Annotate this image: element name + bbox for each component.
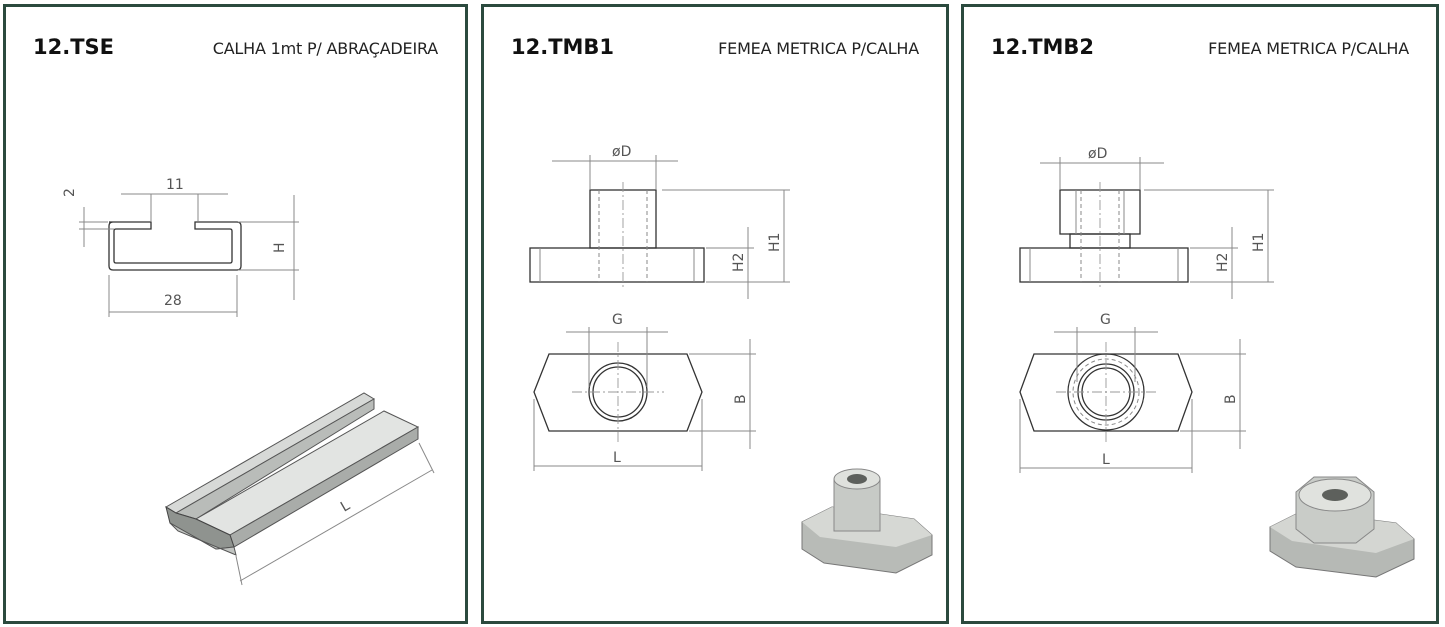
rail-3d-image — [165, 392, 420, 556]
dim-h2: H2 — [731, 253, 747, 272]
dim-h1: H1 — [767, 233, 783, 252]
nut-photo — [1269, 476, 1415, 578]
product-panel-tmb1: 12.TMB1 FEMEA METRICA P/CALHA øD H2 H1 — [481, 4, 949, 624]
dim-l: L — [1102, 452, 1110, 468]
dim-width: 28 — [164, 293, 182, 309]
product-title: FEMEA METRICA P/CALHA — [1208, 39, 1409, 58]
panel-header: 12.TMB2 FEMEA METRICA P/CALHA — [964, 7, 1436, 69]
product-code: 12.TMB1 — [511, 35, 615, 59]
dim-height: H — [272, 242, 288, 253]
dim-diameter: øD — [1088, 146, 1107, 162]
dim-thickness: 2 — [62, 188, 78, 197]
panel-header: 12.TSE CALHA 1mt P/ ABRAÇADEIRA — [6, 7, 465, 69]
dim-diameter: øD — [612, 144, 631, 160]
dim-h2: H2 — [1215, 253, 1231, 272]
panel-header: 12.TMB1 FEMEA METRICA P/CALHA — [484, 7, 946, 69]
product-title: CALHA 1mt P/ ABRAÇADEIRA — [212, 39, 438, 58]
dim-b: B — [733, 394, 749, 404]
product-panel-tmb2: 12.TMB2 FEMEA METRICA P/CALHA øD H2 H1 — [961, 4, 1439, 624]
rail-drawing: 11 2 H 28 L — [62, 177, 435, 586]
dim-length: L — [338, 498, 353, 516]
dim-slot: 11 — [166, 177, 184, 193]
dim-b: B — [1223, 394, 1239, 404]
nut-drawing: øD H2 H1 G B L — [1019, 146, 1415, 578]
dim-thread: G — [1100, 312, 1111, 328]
nut-drawing: øD H2 H1 G B L — [529, 144, 933, 574]
dim-h1: H1 — [1251, 233, 1267, 252]
product-panel-tse: 12.TSE CALHA 1mt P/ ABRAÇADEIRA 11 2 H 2… — [3, 4, 468, 624]
product-code: 12.TSE — [33, 35, 114, 59]
rail-profile-section — [108, 221, 242, 271]
dim-thread: G — [612, 312, 623, 328]
product-title: FEMEA METRICA P/CALHA — [718, 39, 919, 58]
product-code: 12.TMB2 — [991, 35, 1095, 59]
dim-l: L — [613, 450, 621, 466]
nut-photo — [801, 468, 933, 574]
